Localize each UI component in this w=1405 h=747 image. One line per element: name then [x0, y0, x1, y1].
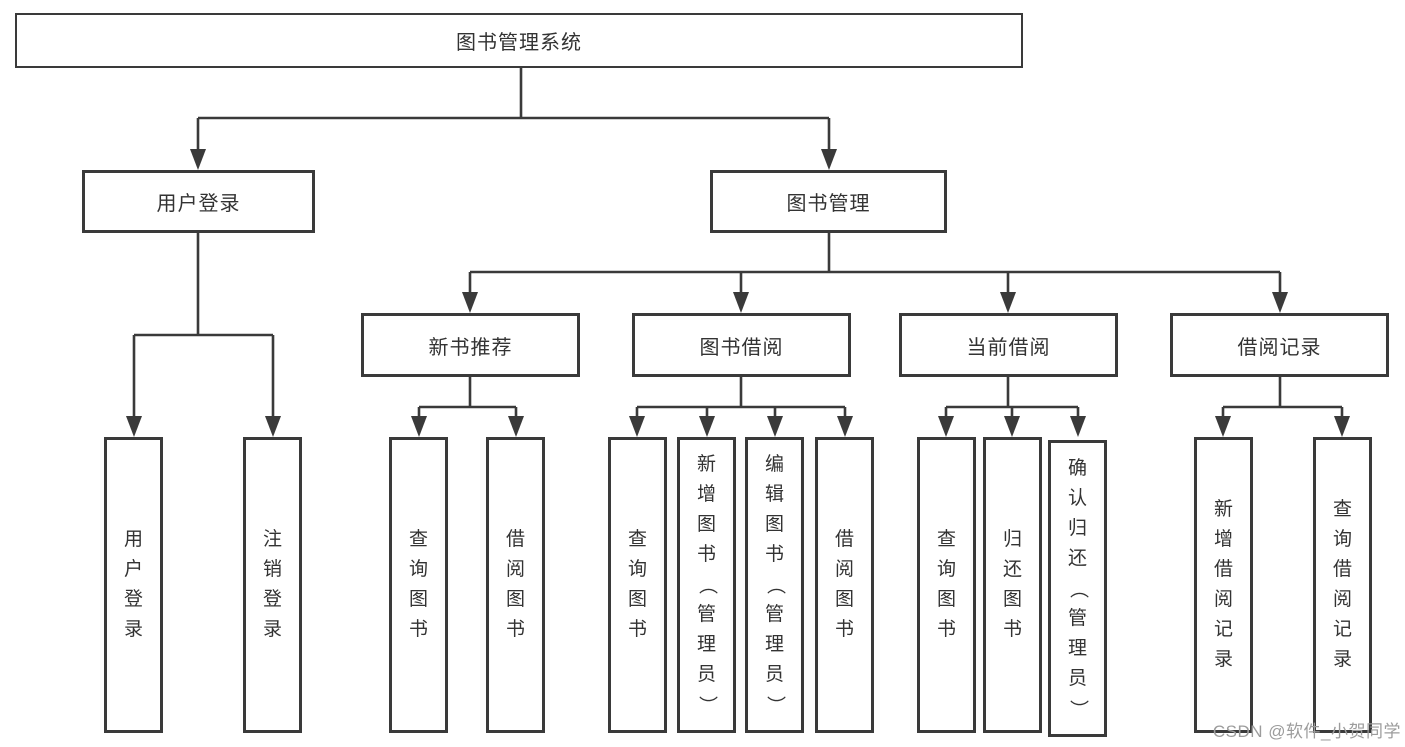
- edge-new-book-rec-to-leaves: [417, 377, 518, 418]
- node-label: 查询图书: [408, 529, 428, 640]
- arrowhead: [462, 292, 478, 313]
- node-leaf-add-borrow-record: 新增借阅记录: [1194, 437, 1253, 733]
- node-leaf-user-login: 用户登录: [104, 437, 163, 733]
- arrowhead: [1272, 292, 1288, 313]
- edge-book-mgmt-to-level3: [468, 233, 1282, 294]
- node-label: 新增图书（管理员）: [696, 454, 718, 715]
- arrowhead: [190, 149, 206, 170]
- node-borrowing-records: 借阅记录: [1170, 313, 1389, 377]
- node-leaf-borrow-books-1: 借阅图书: [486, 437, 545, 733]
- edge-root-to-level2: [196, 68, 831, 151]
- arrowhead: [508, 416, 524, 437]
- csdn-watermark: CSDN @软件_小贺同学: [1212, 722, 1401, 741]
- node-leaf-edit-books-admin: 编辑图书（管理员）: [745, 437, 804, 733]
- node-leaf-query-books-2: 查询图书: [608, 437, 667, 733]
- node-label: 新书推荐: [428, 336, 513, 359]
- arrowhead: [1215, 416, 1231, 437]
- node-label: 查询图书: [936, 529, 956, 640]
- node-label: 图书管理: [786, 193, 871, 215]
- node-leaf-add-books-admin: 新增图书（管理员）: [677, 437, 736, 733]
- arrowhead: [1070, 416, 1086, 437]
- node-leaf-return-books: 归还图书: [983, 437, 1042, 733]
- edge-borrow-record-to-leaves: [1221, 377, 1344, 418]
- node-label: 新增借阅记录: [1213, 499, 1233, 670]
- node-label: 归还图书: [1002, 529, 1022, 640]
- arrowhead: [126, 416, 142, 437]
- node-book-borrowing: 图书借阅: [632, 313, 851, 377]
- node-label: 图书管理系统: [456, 32, 582, 54]
- arrowhead: [837, 416, 853, 437]
- node-user-login: 用户登录: [82, 170, 315, 233]
- arrowhead: [821, 149, 837, 170]
- node-label: 确认归还（管理员）: [1067, 457, 1089, 719]
- node-new-book-recommendation: 新书推荐: [361, 313, 580, 377]
- arrowhead: [411, 416, 427, 437]
- node-label: 当前借阅: [966, 336, 1051, 359]
- node-label: 借阅记录: [1237, 336, 1322, 359]
- arrowhead: [938, 416, 954, 437]
- arrowhead: [1004, 416, 1020, 437]
- node-label: 用户登录: [156, 193, 241, 215]
- node-label: 查询图书: [627, 529, 647, 640]
- arrowhead: [1334, 416, 1350, 437]
- edge-current-borrow-to-leaves: [944, 377, 1080, 418]
- node-book-management: 图书管理: [710, 170, 947, 233]
- node-label: 编辑图书（管理员）: [764, 454, 786, 715]
- arrowhead: [699, 416, 715, 437]
- node-current-borrowing: 当前借阅: [899, 313, 1118, 377]
- arrowhead: [629, 416, 645, 437]
- node-label: 借阅图书: [834, 529, 854, 640]
- edge-user-login-to-leaves: [132, 233, 275, 418]
- node-label: 图书借阅: [699, 336, 784, 359]
- arrowhead: [767, 416, 783, 437]
- edge-book-borrow-to-leaves: [635, 377, 847, 418]
- arrowheads: [126, 149, 1350, 437]
- node-leaf-query-borrow-record: 查询借阅记录: [1313, 437, 1372, 733]
- node-library-management-system: 图书管理系统: [15, 13, 1023, 68]
- node-leaf-query-books-1: 查询图书: [389, 437, 448, 733]
- arrowhead: [265, 416, 281, 437]
- node-leaf-confirm-return-admin: 确认归还（管理员）: [1048, 440, 1107, 737]
- arrowhead: [1000, 292, 1016, 313]
- arrowhead: [733, 292, 749, 313]
- node-label: 用户登录: [123, 529, 143, 640]
- node-label: 注销登录: [262, 529, 282, 640]
- node-leaf-query-books-3: 查询图书: [917, 437, 976, 733]
- node-label: 借阅图书: [505, 529, 525, 640]
- node-leaf-borrow-books-2: 借阅图书: [815, 437, 874, 733]
- node-leaf-logout: 注销登录: [243, 437, 302, 733]
- node-label: 查询借阅记录: [1332, 499, 1352, 670]
